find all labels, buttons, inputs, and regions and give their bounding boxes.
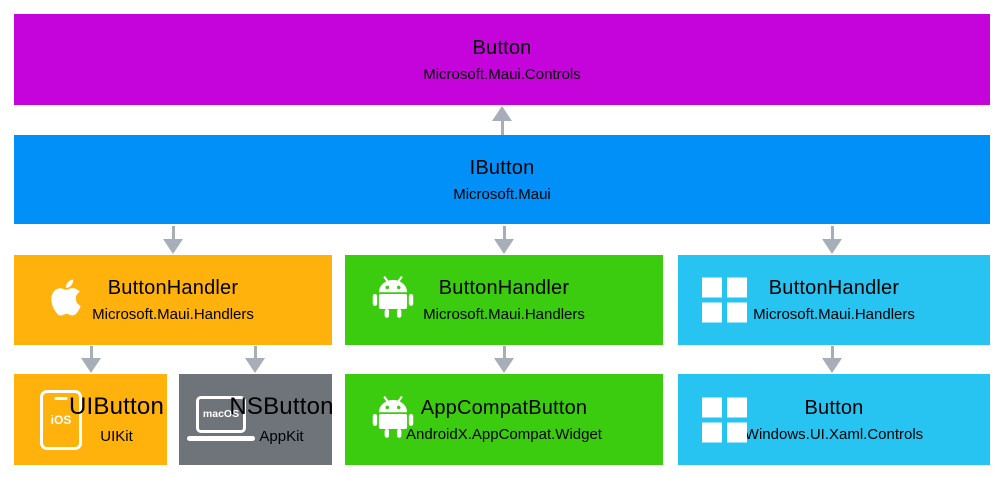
macos-laptop-icon: macOS bbox=[187, 395, 255, 444]
arrow-down-to-ios-handler bbox=[163, 226, 183, 254]
node-subtitle: AppKit bbox=[259, 428, 304, 445]
windows-icon bbox=[702, 277, 747, 323]
macos-label: macOS bbox=[202, 408, 240, 420]
node-subtitle: Microsoft.Maui.Controls bbox=[423, 65, 581, 83]
arrow-down-to-windows-handler bbox=[822, 226, 842, 254]
ios-phone-icon: iOS bbox=[40, 389, 82, 450]
node-buttonhandler-ios: ButtonHandler Microsoft.Maui.Handlers bbox=[14, 255, 332, 345]
node-subtitle: AndroidX.AppCompat.Widget bbox=[406, 425, 602, 443]
node-title: NSButton bbox=[229, 393, 334, 420]
node-appcompatbutton: AppCompatButton AndroidX.AppCompat.Widge… bbox=[345, 374, 663, 465]
node-nsbutton: macOS NSButton AppKit bbox=[179, 374, 334, 465]
node-subtitle: Microsoft.Maui.Handlers bbox=[92, 306, 254, 323]
node-title: UIButton bbox=[69, 393, 164, 420]
phone-speaker bbox=[54, 396, 68, 400]
node-title: IButton bbox=[469, 156, 535, 179]
apple-icon bbox=[48, 277, 84, 324]
node-title: Button bbox=[804, 396, 864, 419]
arrow-down-to-uibutton bbox=[81, 346, 101, 373]
laptop-screen: macOS bbox=[196, 395, 246, 433]
node-title: ButtonHandler bbox=[107, 277, 239, 299]
android-icon bbox=[371, 275, 415, 326]
node-subtitle: Microsoft.Maui bbox=[453, 185, 551, 203]
arrow-up-ibutton-to-button bbox=[492, 106, 512, 135]
node-subtitle: Windows.UI.Xaml.Controls bbox=[744, 425, 924, 443]
android-icon bbox=[371, 394, 415, 445]
node-title: Button bbox=[472, 36, 532, 59]
node-subtitle: Microsoft.Maui.Handlers bbox=[753, 306, 915, 323]
laptop-base bbox=[187, 435, 255, 441]
node-title: AppCompatButton bbox=[420, 396, 588, 419]
node-uibutton: iOS UIButton UIKit bbox=[14, 374, 167, 465]
node-buttonhandler-windows: ButtonHandler Microsoft.Maui.Handlers bbox=[678, 255, 990, 345]
ios-label: iOS bbox=[50, 412, 72, 427]
arrow-down-to-android-handler bbox=[494, 226, 514, 254]
node-subtitle: UIKit bbox=[100, 428, 133, 445]
node-winui-button: Button Windows.UI.Xaml.Controls bbox=[678, 374, 990, 465]
node-title: ButtonHandler bbox=[768, 277, 900, 299]
windows-icon bbox=[702, 397, 747, 442]
node-maui-button: Button Microsoft.Maui.Controls bbox=[14, 14, 990, 105]
node-buttonhandler-android: ButtonHandler Microsoft.Maui.Handlers bbox=[345, 255, 663, 345]
node-ibutton: IButton Microsoft.Maui bbox=[14, 135, 990, 224]
node-subtitle: Microsoft.Maui.Handlers bbox=[423, 306, 585, 323]
node-title: ButtonHandler bbox=[438, 277, 570, 299]
arrow-down-to-appcompatbutton bbox=[494, 346, 514, 373]
arrow-down-to-winui-button bbox=[822, 346, 842, 373]
arrow-down-to-nsbutton bbox=[245, 346, 265, 373]
